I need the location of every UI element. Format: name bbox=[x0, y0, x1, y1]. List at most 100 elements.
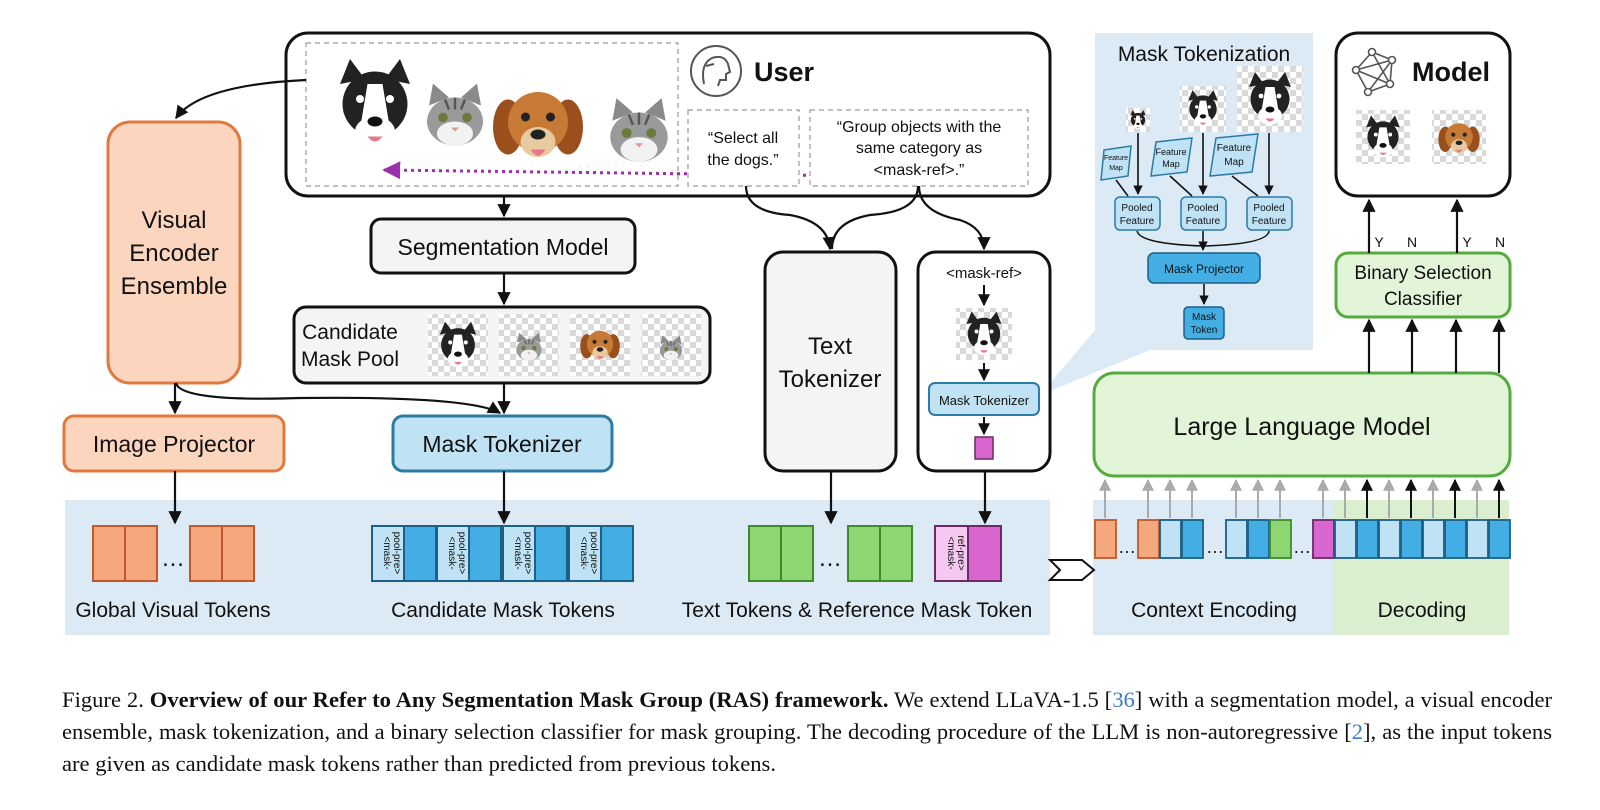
model-title: Model bbox=[1412, 57, 1490, 87]
ref-mask-token bbox=[967, 525, 1002, 582]
pooled-feature-1 bbox=[1114, 196, 1161, 231]
dog-image-2 bbox=[493, 92, 583, 157]
mask-tokenizer-label: Mask Tokenizer bbox=[422, 431, 582, 457]
svg-text:<mask-: <mask- bbox=[512, 536, 523, 569]
chevron-right-icon bbox=[1047, 559, 1096, 581]
mask-projector-label: Mask Projector bbox=[1164, 262, 1244, 276]
feature-map-1-line-2: Map bbox=[1109, 165, 1123, 172]
yn-label-1: Y bbox=[1374, 234, 1384, 250]
context-ellipsis-1: … bbox=[1118, 537, 1136, 557]
visual-encoder-line-3: Ensemble bbox=[121, 273, 228, 300]
mask-tokenizer bbox=[391, 414, 614, 473]
svg-text:<mask-: <mask- bbox=[945, 536, 956, 569]
feature-map-2-line-2: Map bbox=[1162, 159, 1180, 169]
yn-label-2: N bbox=[1407, 234, 1417, 250]
feature-map-3-line-2: Map bbox=[1224, 157, 1244, 168]
caption-text-1: We extend LLaVA-1.5 [ bbox=[894, 687, 1113, 712]
mask-tokenization-title: Mask Tokenization bbox=[1118, 43, 1290, 66]
large-language-model bbox=[1092, 371, 1512, 478]
svg-text:ref-pre>: ref-pre> bbox=[955, 535, 966, 570]
label-context-encoding: Context Encoding bbox=[1131, 599, 1297, 622]
feature-map-1-line-1: Feature bbox=[1104, 155, 1128, 162]
pooled-feature-1-line-2: Feature bbox=[1120, 216, 1155, 227]
prompt-1-line-2: the dogs.” bbox=[707, 152, 778, 169]
feature-map-3-line-1: Feature bbox=[1217, 143, 1252, 154]
mask-token-box bbox=[1183, 306, 1225, 340]
svg-text:pool-pre>: pool-pre> bbox=[588, 532, 599, 575]
svg-text:pool-pre>: pool-pre> bbox=[456, 532, 467, 575]
classifier-line-1: Binary Selection bbox=[1354, 263, 1491, 284]
pooled-feature-1-line-1: Pooled bbox=[1121, 203, 1152, 214]
caption-bold: Overview of our Refer to Any Segmentatio… bbox=[149, 687, 889, 712]
candidate-pool-line-2: Mask Pool bbox=[301, 348, 399, 371]
mask-projector bbox=[1147, 252, 1261, 284]
llm-label: Large Language Model bbox=[1173, 413, 1430, 441]
figure-caption: Figure 2. Overview of our Refer to Any S… bbox=[62, 684, 1552, 780]
label-candidate-mask-tokens: Candidate Mask Tokens bbox=[391, 599, 615, 622]
label-decoding: Decoding bbox=[1378, 599, 1467, 622]
classifier-line-2: Classifier bbox=[1384, 289, 1463, 310]
caption-label: Figure 2. bbox=[62, 687, 144, 712]
pool-pre-label-2: <mask- pool-pre> bbox=[446, 532, 467, 575]
mask-ref-label: <mask-ref> bbox=[946, 265, 1022, 282]
pool-dog-mask-2 bbox=[580, 330, 620, 360]
ref-pre-label: <mask- ref-pre> bbox=[945, 535, 966, 570]
prompt-1-line-1: “Select all bbox=[708, 130, 778, 147]
yn-label-4: N bbox=[1495, 234, 1505, 250]
image-projector-label: Image Projector bbox=[93, 431, 256, 457]
global-visual-tokens bbox=[92, 525, 255, 582]
text-tokens bbox=[748, 525, 913, 582]
segmentation-model-label: Segmentation Model bbox=[398, 234, 609, 260]
mask-tokenizer-small-label: Mask Tokenizer bbox=[939, 393, 1030, 408]
pooled-feature-2-line-2: Feature bbox=[1186, 216, 1221, 227]
output-dog-mask-2 bbox=[1438, 123, 1480, 154]
network-icon bbox=[1351, 47, 1397, 97]
pooled-feature-3-line-1: Pooled bbox=[1253, 203, 1284, 214]
pool-pre-label-1: <mask- pool-pre> bbox=[381, 532, 402, 575]
prompt-box-1 bbox=[687, 109, 800, 187]
caption-text-3: ], as the input tokens are given as cand… bbox=[62, 719, 1553, 776]
prompt-2-line-2: same category as bbox=[856, 140, 982, 157]
text-tokenizer-line-2: Tokenizer bbox=[779, 366, 882, 393]
prompt-2-line-3: <mask-ref>.” bbox=[874, 162, 965, 179]
visual-encoder-line-1: Visual bbox=[142, 207, 207, 234]
label-text-ref-tokens: Text Tokens & Reference Mask Token bbox=[682, 599, 1033, 622]
svg-text:pool-pre>: pool-pre> bbox=[391, 532, 402, 575]
global-visual-ellipsis: … bbox=[161, 545, 185, 572]
visual-encoder-line-2: Encoder bbox=[129, 240, 218, 267]
pooled-feature-3-line-2: Feature bbox=[1252, 216, 1287, 227]
mask-ref-token-small bbox=[974, 436, 994, 460]
citation-2[interactable]: 2 bbox=[1351, 719, 1364, 744]
pooled-feature-3 bbox=[1246, 196, 1293, 231]
ras-framework-diagram: User “Select all the dogs.” “Group objec… bbox=[62, 31, 1512, 635]
svg-text:<mask-: <mask- bbox=[578, 536, 589, 569]
pooled-feature-2-line-1: Pooled bbox=[1187, 203, 1218, 214]
prompt-2-line-1: “Group objects with the bbox=[837, 119, 1002, 136]
text-tokenizer bbox=[763, 250, 898, 473]
user-title: User bbox=[754, 57, 815, 87]
decoding-up-arrows bbox=[1361, 478, 1505, 518]
candidate-pool-line-1: Candidate bbox=[302, 321, 398, 344]
citation-36[interactable]: 36 bbox=[1112, 687, 1135, 712]
prompt-box-2 bbox=[809, 109, 1029, 187]
context-tokens bbox=[1094, 519, 1335, 559]
mask-token-line-2: Token bbox=[1191, 325, 1218, 336]
feature-map-2 bbox=[1150, 137, 1193, 177]
mask-token-line-1: Mask bbox=[1192, 312, 1217, 323]
pool-pre-label-4: <mask- pool-pre> bbox=[578, 532, 599, 575]
callout-wedge bbox=[1040, 330, 1150, 395]
caption-text-2: ] with a segmentation model, a visual en… bbox=[62, 687, 1552, 744]
text-tokenizer-line-1: Text bbox=[808, 333, 852, 360]
feature-map-2-line-1: Feature bbox=[1155, 147, 1186, 157]
svg-text:<mask-: <mask- bbox=[381, 536, 392, 569]
label-global-visual-tokens: Global Visual Tokens bbox=[75, 599, 270, 622]
feature-map-3 bbox=[1209, 133, 1259, 177]
candidate-mask-tokens bbox=[371, 525, 634, 582]
main-arrows bbox=[168, 78, 1506, 525]
decoding-tokens bbox=[1334, 519, 1511, 559]
context-ellipsis-3: … bbox=[1293, 537, 1311, 557]
svg-text:pool-pre>: pool-pre> bbox=[522, 532, 533, 575]
yn-label-3: Y bbox=[1462, 234, 1472, 250]
context-up-arrows bbox=[1099, 478, 1483, 518]
binary-selection-classifier bbox=[1334, 251, 1512, 319]
